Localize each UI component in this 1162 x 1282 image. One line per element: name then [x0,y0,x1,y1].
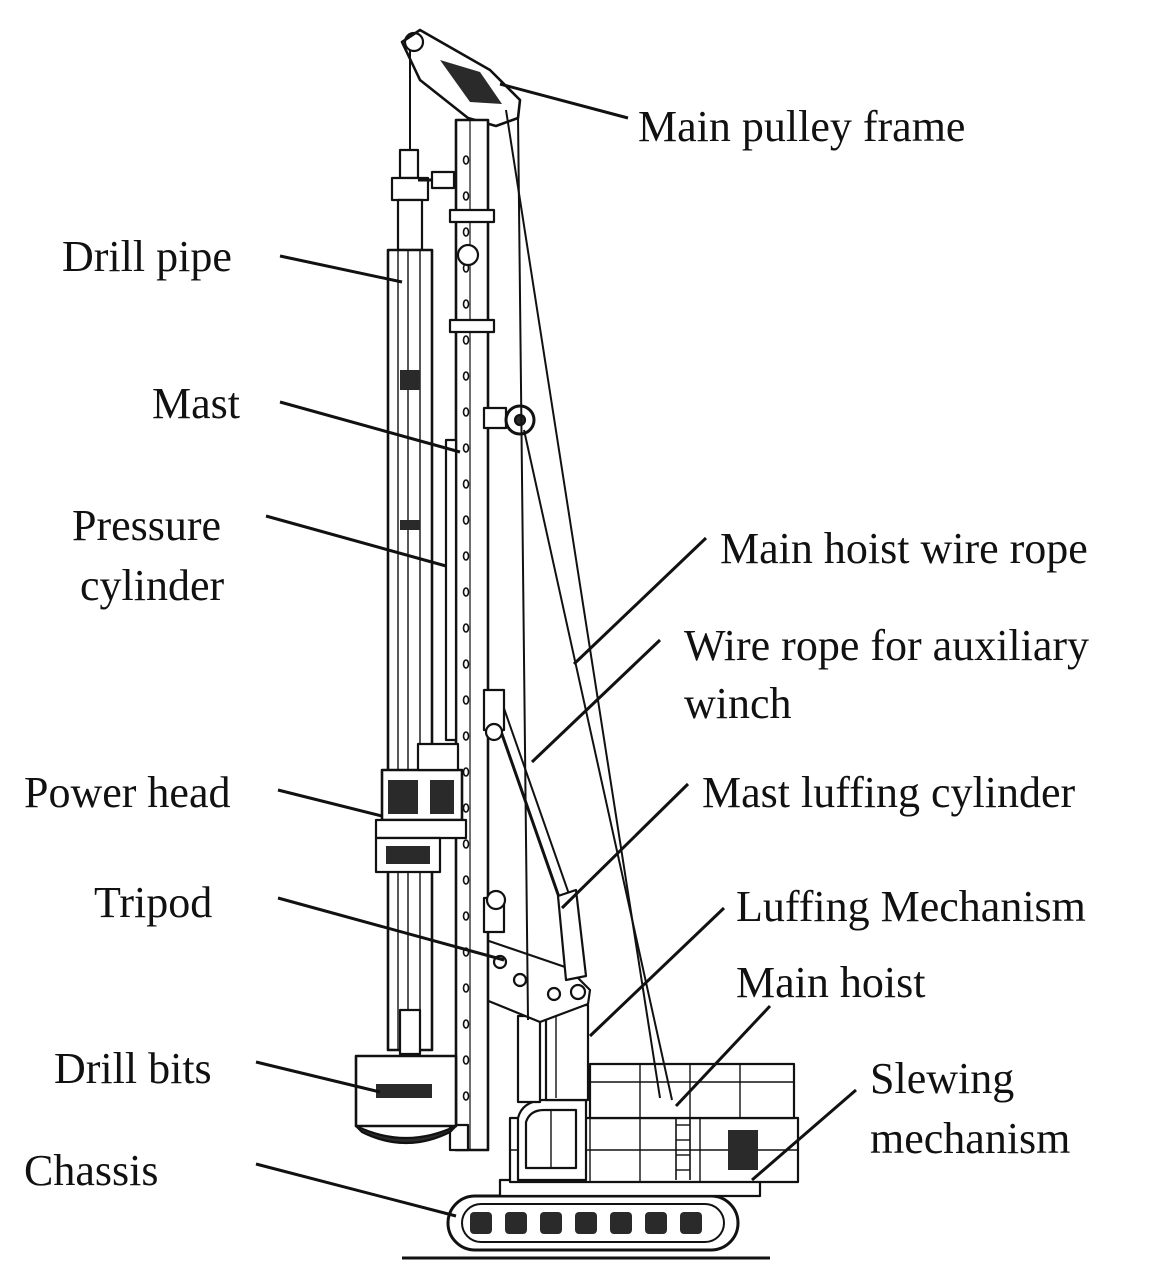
leader-mast-luffing-cylinder [560,782,690,910]
label-luffing-mechanism: Luffing Mechanism [736,882,1086,931]
drill-pipe [386,148,456,1052]
crawler-chassis [446,1178,762,1252]
mast-luffing-cylinder [488,696,588,982]
leader-drill-pipe [279,254,403,284]
label-pressure-cylinder-line1: Pressure [72,501,222,550]
label-drill-bits: Drill bits [54,1044,212,1093]
main-pulley-frame [400,28,522,128]
luffing-mechanism-frame [516,1003,590,1104]
drill-bits [354,1008,458,1145]
leader-mast [279,400,461,454]
leader-chassis [255,1162,457,1218]
pressure-cylinder [444,438,458,742]
label-main-pulley-frame: Main pulley frame [638,102,966,151]
label-slewing-mechanism-line2: mechanism [870,1114,1071,1163]
leader-aux-wire-rope [530,638,662,764]
leader-lines [255,82,857,1218]
leader-slewing-mechanism [751,1088,857,1182]
leader-pressure-cylinder [265,514,447,568]
leader-drill-bits [255,1060,381,1094]
label-aux-wire-rope-line1: Wire rope for auxiliary [684,621,1090,670]
operator-cab [516,1098,588,1182]
label-mast: Mast [152,379,240,428]
power-head [374,742,468,874]
leader-luffing-mechanism [588,906,726,1038]
label-drill-pipe: Drill pipe [62,232,232,281]
label-main-hoist: Main hoist [736,958,926,1007]
label-mast-luffing-cylinder: Mast luffing cylinder [702,768,1076,817]
label-slewing-mechanism-line1: Slewing [870,1054,1015,1103]
label-pressure-cylinder-line2: cylinder [80,561,225,610]
mast [448,118,536,1152]
label-chassis: Chassis [24,1146,159,1195]
leader-power-head [277,788,383,818]
leader-main-hoist [674,1004,772,1108]
leader-main-pulley-frame [499,82,629,120]
label-main-hoist-wire-rope: Main hoist wire rope [720,524,1088,573]
leader-tripod [277,896,505,962]
wire-ropes [409,50,673,1101]
label-power-head: Power head [24,768,231,817]
label-tripod: Tripod [94,878,213,927]
leader-main-hoist-wire-rope [572,536,708,666]
label-aux-wire-rope-line2: winch [684,679,792,728]
